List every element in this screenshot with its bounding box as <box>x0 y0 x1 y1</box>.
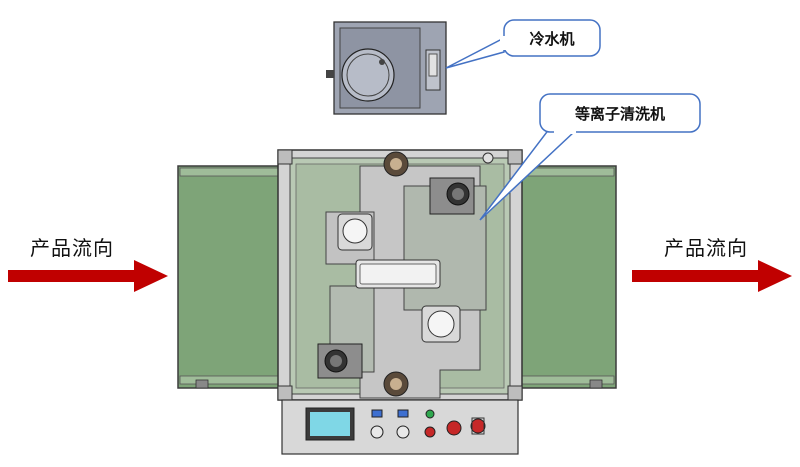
chiller-unit-icon <box>326 21 447 115</box>
callout-chiller: 冷水机 <box>445 19 601 69</box>
plasma-head-icon <box>317 177 475 379</box>
callout-plasma-label: 等离子清洗机 <box>575 105 665 123</box>
right-arrow-icon <box>632 260 792 292</box>
callout-plasma: 等离子清洗机 <box>479 93 701 221</box>
left-conveyor <box>177 165 297 389</box>
flow-label-left: 产品流向 <box>30 236 114 260</box>
right-arrow-icon <box>8 260 168 292</box>
round-ports <box>337 213 461 343</box>
callout-chiller-label: 冷水机 <box>529 30 574 48</box>
rotary-units <box>383 151 494 397</box>
flow-label-right: 产品流向 <box>664 236 748 260</box>
control-panel <box>281 399 519 455</box>
